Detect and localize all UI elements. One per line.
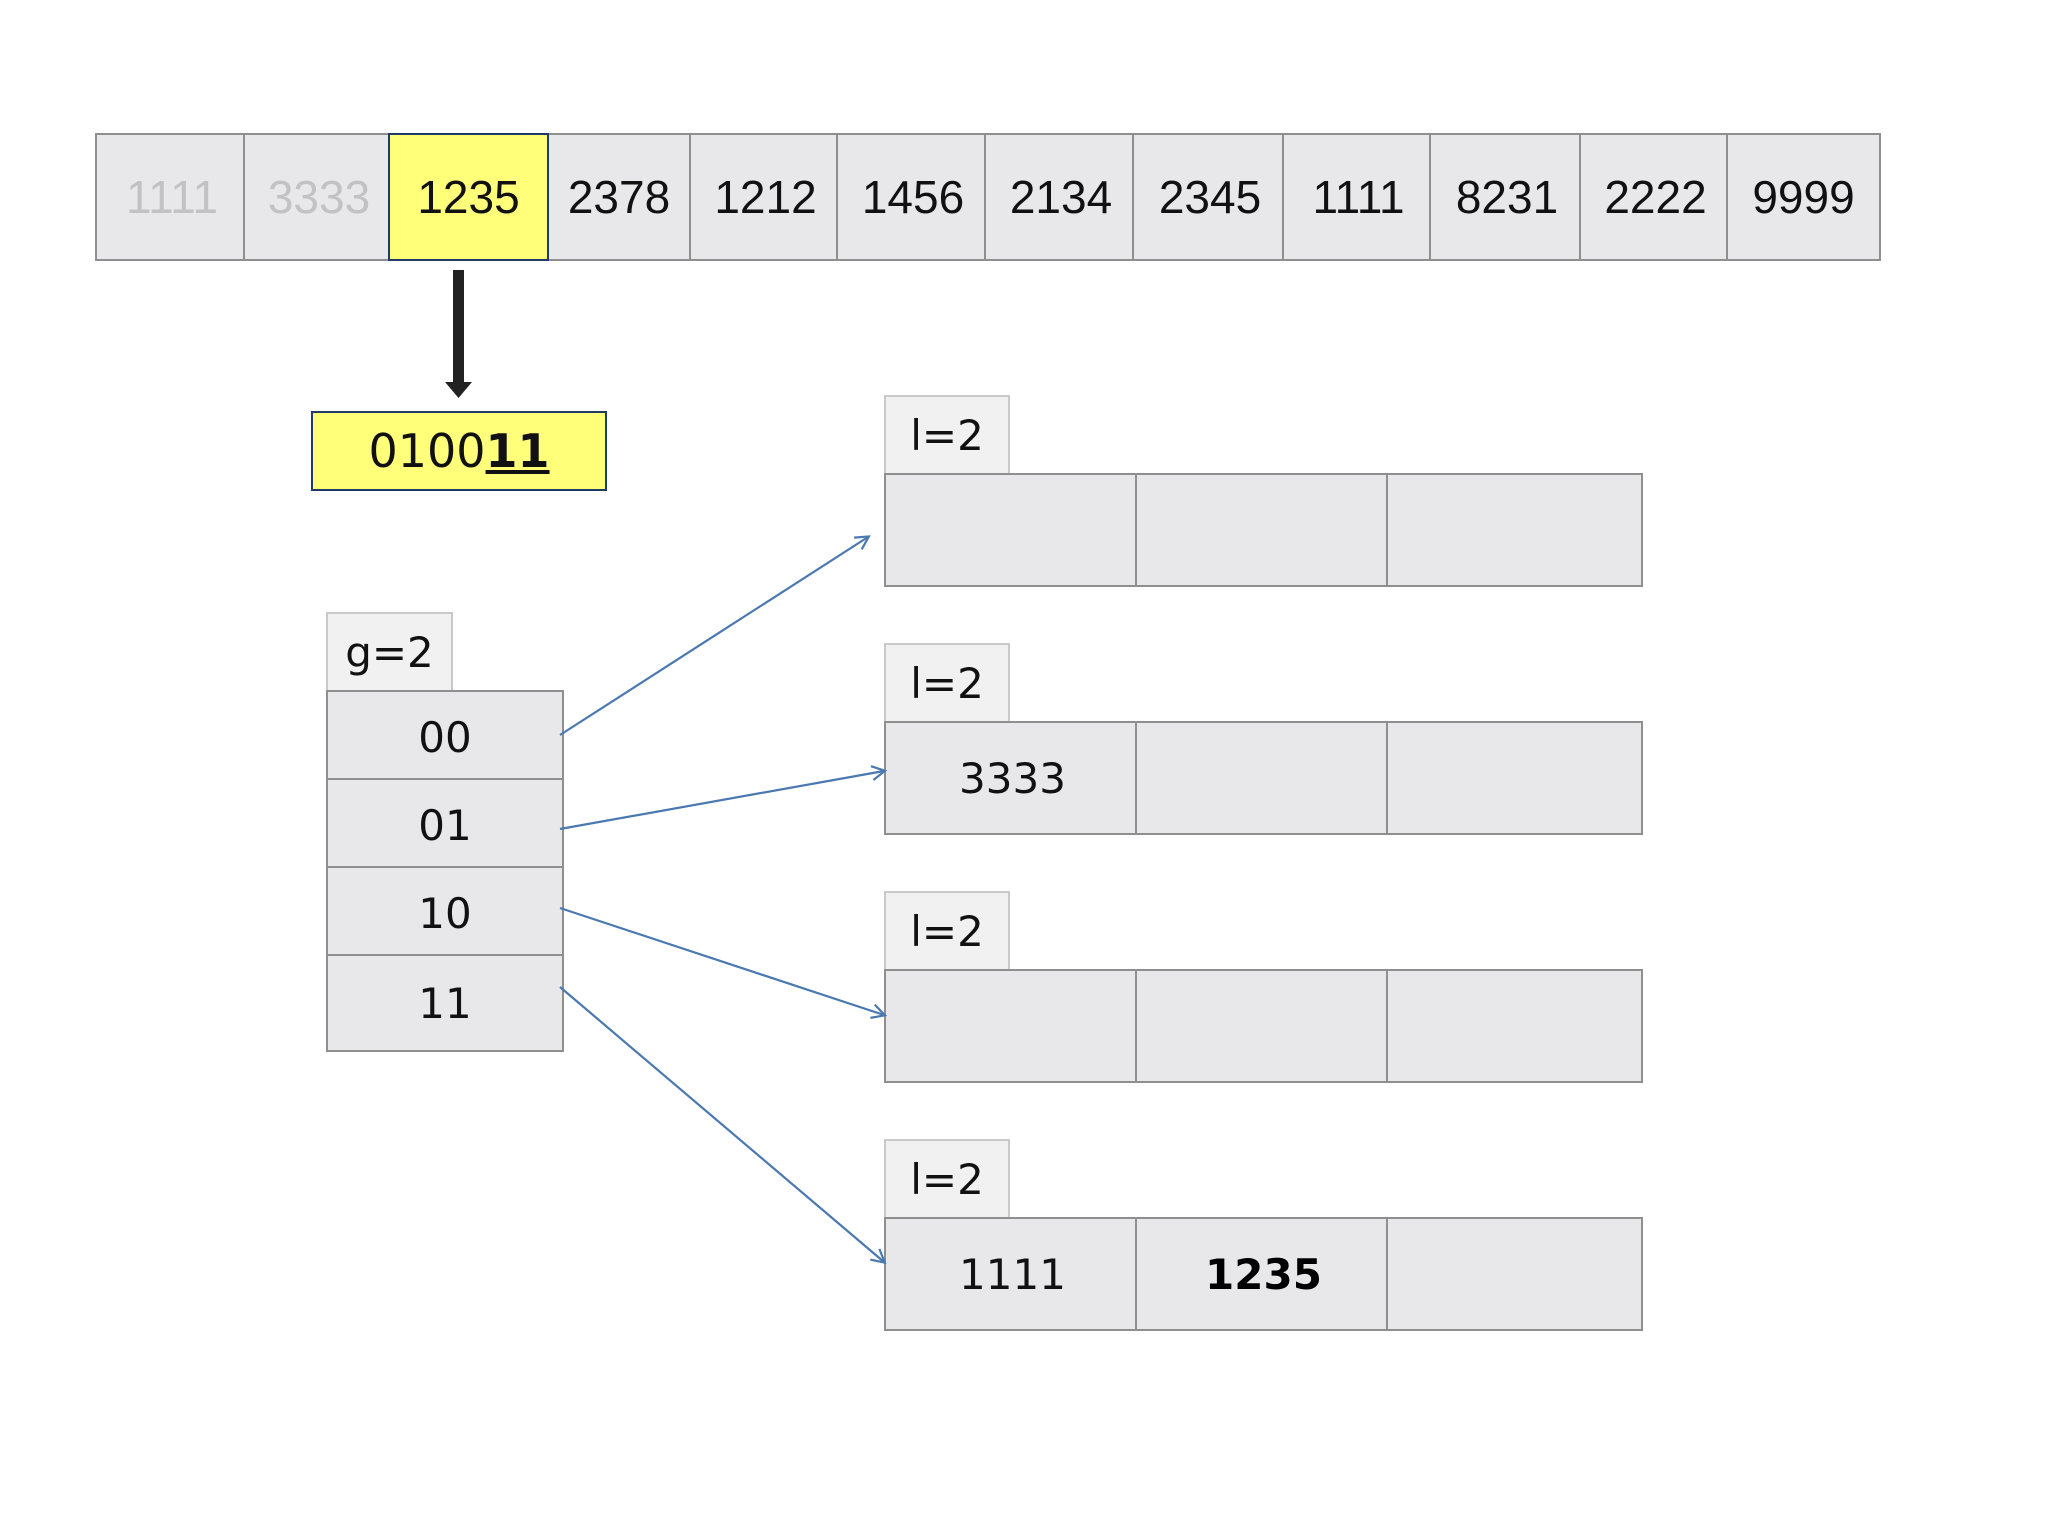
- hash-prefix: 0100: [368, 424, 486, 478]
- directory-entry: 01: [326, 778, 564, 872]
- bucket-slot: [1135, 969, 1392, 1083]
- directory-entry: 11: [326, 954, 564, 1052]
- key-cell-5: 1212: [689, 133, 842, 261]
- bucket-slot-inserted: 1235: [1135, 1217, 1392, 1331]
- bucket-slot: 1111: [884, 1217, 1141, 1331]
- bucket-slot: [1386, 721, 1643, 835]
- local-depth-label: l=2: [884, 395, 1010, 474]
- pointer-arrow-icon: [559, 986, 884, 1262]
- global-depth-label: g=2: [326, 612, 453, 690]
- key-cell-10: 8231: [1429, 133, 1585, 261]
- pointer-arrow-icon: [559, 771, 884, 831]
- key-cell-current: 1235: [388, 133, 549, 261]
- key-cell-12: 9999: [1726, 133, 1881, 261]
- directory-entry: 10: [326, 866, 564, 960]
- bucket-slot: [1135, 721, 1392, 835]
- local-depth-label: l=2: [884, 643, 1010, 722]
- directory-entry: 00: [326, 690, 564, 784]
- local-depth-label: l=2: [884, 1139, 1010, 1218]
- key-cell-8: 2345: [1132, 133, 1288, 261]
- key-cell-1: 1111: [95, 133, 249, 261]
- pointer-arrow-icon: [559, 537, 868, 736]
- hash-suffix-highlight: 11: [485, 424, 550, 478]
- key-cell-7: 2134: [984, 133, 1138, 261]
- bucket-slot: [884, 473, 1141, 587]
- bucket-slot: [1386, 1217, 1643, 1331]
- bucket-slot: [1386, 969, 1643, 1083]
- local-depth-label: l=2: [884, 891, 1010, 970]
- pointer-arrow-icon: [559, 906, 884, 1015]
- bucket-slot: [884, 969, 1141, 1083]
- bucket-slot: 3333: [884, 721, 1141, 835]
- key-cell-6: 1456: [836, 133, 990, 261]
- bucket-slot: [1386, 473, 1643, 587]
- down-arrow-icon: [445, 270, 472, 398]
- key-cell-9: 1111: [1282, 133, 1435, 261]
- key-cell-2: 3333: [243, 133, 395, 261]
